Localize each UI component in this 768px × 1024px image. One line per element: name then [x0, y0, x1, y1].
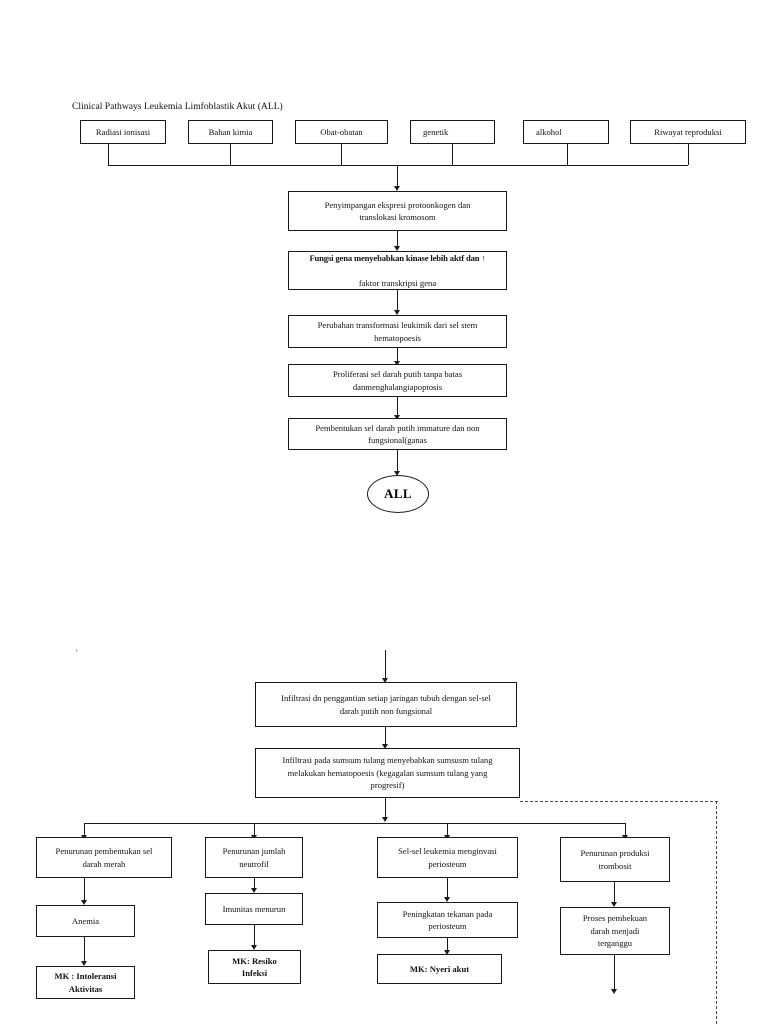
connector-stub-3: [341, 144, 342, 165]
branch-2-level-1: Penurunan jumlah neutrofil: [205, 837, 303, 878]
arrowhead-infiltration: [381, 678, 388, 683]
connector-stub-2: [230, 144, 231, 165]
connector-into-infiltration: [385, 650, 386, 679]
connector-b4-l2-down: [614, 955, 615, 990]
risk-factor-box-obat-obatan: Obat-obatan: [295, 120, 388, 144]
risk-factor-box-riwayat-reproduksi: Riwayat reproduksi: [630, 120, 746, 144]
page-title: Clinical Pathways Leukemia Limfoblastik …: [72, 101, 283, 112]
pathway-step-4: Proliferasi sel darah putih tanpa batas …: [288, 364, 507, 397]
connector-step4-step5: [397, 397, 398, 416]
dashed-connector-horizontal: [520, 801, 718, 802]
connector-step2-step3: [397, 290, 398, 311]
arrowhead-b3-l2: [443, 897, 450, 902]
branch-1-level-1: Penurunan pembentukan sel darah merah: [36, 837, 172, 878]
connector-b2-l2-l3: [254, 925, 255, 946]
connector-step1-step2: [397, 231, 398, 247]
connector-bus-risk-factors: [108, 165, 688, 166]
arrowhead-b1-l2: [80, 900, 87, 905]
connector-b2-l1-l2: [254, 878, 255, 889]
connector-b1-l1-l2: [84, 878, 85, 901]
pathway-step-2: Fungsi gena menyebabkan kinase lebih akt…: [288, 251, 507, 290]
connector-drop-branch-1: [84, 823, 85, 836]
lower-node-marrow-failure: Infiltrasi pada sumsum tulang menyebabka…: [255, 748, 520, 798]
pathway-step-3: Perubahan transformasi leukimik dari sel…: [288, 315, 507, 348]
connector-b3-l2-l3: [447, 938, 448, 951]
connector-stub-4: [452, 144, 453, 165]
arrowhead-marrow: [381, 744, 388, 749]
branch-2-level-2: Imunitas menurun: [205, 893, 303, 925]
connector-step5-all: [397, 450, 398, 472]
connector-marrow-to-bus: [385, 798, 386, 818]
arrowhead-b1-l3: [80, 961, 87, 966]
arrowhead-branch-bus: [381, 817, 388, 822]
pathway-step-5: Pembentukan sel darah putih immature dan…: [288, 418, 507, 450]
arrowhead-step5: [393, 415, 400, 420]
connector-stub-6: [688, 144, 689, 165]
connector-drop-branch-2: [254, 823, 255, 836]
connector-b1-l2-l3: [84, 937, 85, 962]
stray-mark: ': [76, 648, 78, 658]
dashed-connector-vertical: [716, 801, 717, 1024]
arrowhead-all: [393, 471, 400, 476]
risk-factor-box-radiasi-ionisasi: Radiasi ionisasi: [80, 120, 166, 144]
connector-to-step1: [397, 165, 398, 187]
arrowhead-step4: [393, 361, 400, 366]
connector-drop-branch-3: [447, 823, 448, 836]
connector-infiltration-marrow: [385, 727, 386, 745]
branch-1-level-2: Anemia: [36, 905, 135, 937]
branch-1-level-3-nursing-dx: MK : Intoleransi Aktivitas: [36, 966, 135, 999]
arrowhead-b3-l3: [443, 950, 450, 955]
branch-4-level-1: Penurunan produksi trombosit: [560, 837, 670, 882]
arrowhead-step2: [393, 246, 400, 251]
arrowhead-to-step1: [393, 186, 400, 191]
connector-stub-1: [108, 144, 109, 165]
connector-b3-l1-l2: [447, 878, 448, 898]
risk-factor-box-bahan-kimia: Bahan kimia: [188, 120, 273, 144]
connector-drop-branch-4: [625, 823, 626, 836]
arrowhead-step3: [393, 310, 400, 315]
connector-branch-bus: [84, 823, 625, 824]
arrowhead-b2-l2: [250, 888, 257, 893]
risk-factor-box-alkohol: alkohol: [523, 120, 609, 144]
arrowhead-b2-l3: [250, 945, 257, 950]
diagnosis-node-all: ALL: [367, 475, 429, 513]
pathway-step-1: Penyimpangan ekspresi protoonkogen dan t…: [288, 191, 507, 231]
risk-factor-box-genetik: genetik: [410, 120, 495, 144]
arrowhead-b4-l2: [610, 902, 617, 907]
branch-3-level-2: Peningkatan tekanan pada periosteum: [377, 902, 518, 938]
connector-b4-l1-l2: [614, 882, 615, 903]
connector-step3-step4: [397, 348, 398, 362]
branch-4-level-2: Proses pembekuan darah menjadi terganggu: [560, 907, 670, 955]
arrowhead-b4-down: [610, 989, 617, 994]
connector-stub-5: [567, 144, 568, 165]
lower-node-infiltration: Infiltrasi dn penggantian setiap jaringa…: [255, 682, 517, 727]
branch-2-level-3-nursing-dx: MK: Resiko Infeksi: [208, 950, 301, 984]
branch-3-level-1: Sel-sel leukemia menginvasi periosteum: [377, 837, 518, 878]
branch-3-level-3-nursing-dx: MK: Nyeri akut: [377, 954, 502, 984]
